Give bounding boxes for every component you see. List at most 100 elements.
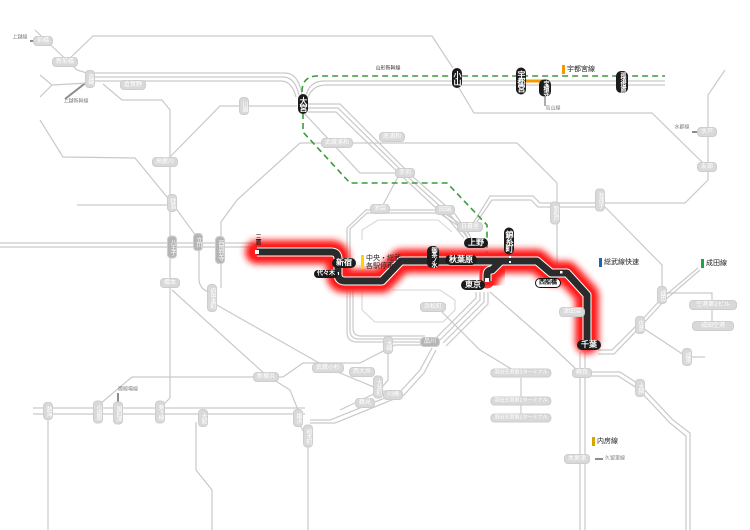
rail-line xyxy=(445,292,489,347)
station-label: 府中本町 xyxy=(207,284,217,312)
station-label: 大井町 xyxy=(373,375,383,399)
station-chiba: 千葉 xyxy=(577,340,601,350)
station-label: 鶴見 xyxy=(354,398,376,408)
rail-line xyxy=(99,344,425,405)
shinkansen-dashed-line xyxy=(301,75,665,93)
station-label: 拝島 xyxy=(167,194,177,212)
inner-loop-line xyxy=(361,219,453,240)
station-label: 前橋 xyxy=(32,36,54,46)
rail-line xyxy=(39,119,197,237)
station-marker xyxy=(485,278,489,282)
branch-label: 烏山線 xyxy=(545,105,561,112)
line-color-bar xyxy=(599,257,602,267)
rail-line xyxy=(93,72,303,95)
station-oyama: 小山 xyxy=(452,68,462,88)
rail-line xyxy=(310,349,437,424)
station-label: 立川 xyxy=(193,233,203,251)
rail-line xyxy=(93,76,300,96)
station-label: 田端 xyxy=(434,205,456,215)
station-mitaka: 三鷹 xyxy=(254,234,261,244)
line-label-narita: 成田線 xyxy=(701,258,727,268)
line-label-text: 成田線 xyxy=(706,259,727,267)
station-utsunomiya: 宇都宮 xyxy=(516,67,526,95)
loop-line xyxy=(352,288,425,337)
station-label: 成田 xyxy=(657,286,667,304)
rail-line xyxy=(590,371,691,530)
station-label: 大崎 xyxy=(383,336,393,354)
rail-line xyxy=(93,80,297,98)
line-label-text: 宇都宮線 xyxy=(567,65,595,73)
inner-loop-line xyxy=(361,289,456,323)
loop-line xyxy=(346,268,425,343)
station-label: 八王子 xyxy=(167,235,177,259)
station-label: 津田沼 xyxy=(558,307,586,317)
station-label: 新松戸 xyxy=(550,201,560,225)
station-akihabara: 秋葉原 xyxy=(445,255,477,265)
branch-stub-line xyxy=(64,80,89,100)
branch-label: 御殿場線 xyxy=(117,386,139,393)
rail-line xyxy=(666,292,713,330)
station-ochanomizu: 御茶ノ水 xyxy=(427,246,439,268)
line-color-bar xyxy=(701,258,704,268)
line-label-yamagata-shinkansen: 山形新幹線 xyxy=(375,65,401,72)
station-label: 蘇我 xyxy=(571,368,593,378)
station-label: 水戸 xyxy=(696,127,718,137)
rail-line xyxy=(220,142,301,288)
rail-line xyxy=(439,309,514,371)
line-label-text: 総武線快速 xyxy=(604,258,639,266)
station-label: 新横浜 xyxy=(252,372,280,382)
rail-line xyxy=(195,422,213,530)
station-label: 羽田空港第2ターミナル xyxy=(490,413,552,423)
branch-label: 上越線 xyxy=(12,34,28,41)
station-label: 空港第2ビル xyxy=(689,300,737,310)
line-label-sobu-rapid: 総武線快速 xyxy=(599,257,639,267)
rail-line xyxy=(590,375,687,530)
line-label-text: 中央・総武 xyxy=(366,254,401,262)
line-label-uchibo: 内房線 xyxy=(592,436,618,446)
line-label-subtext: 各駅停車 xyxy=(366,262,394,270)
station-ueno: 上野 xyxy=(464,238,488,248)
station-label: 茅ヶ崎 xyxy=(155,400,165,424)
line-color-bar xyxy=(562,64,565,74)
rail-line xyxy=(214,303,394,396)
station-label: 羽田空港第1ターミナル xyxy=(490,396,552,406)
rail-line xyxy=(169,105,297,158)
rail-line xyxy=(67,35,454,69)
station-label: 橋本 xyxy=(159,278,181,288)
rail-line xyxy=(305,80,665,96)
station-label: 日暮里 xyxy=(456,222,484,232)
station-label: 品川 xyxy=(419,337,441,347)
station-marker xyxy=(255,250,259,254)
station-label: 武蔵浦和 xyxy=(320,138,354,148)
branch-label: 水郡線 xyxy=(674,124,690,131)
rail-line xyxy=(436,292,477,338)
station-label: 新前橋 xyxy=(51,57,79,67)
line-color-bar xyxy=(592,436,595,446)
station-tokyo: 東京 xyxy=(461,280,485,290)
branch-label: 久留里線 xyxy=(604,455,626,462)
station-yoyogi: 代々木 xyxy=(313,270,339,278)
station-omiya: 大宮 xyxy=(298,94,308,114)
station-label: 小田原 xyxy=(93,400,103,424)
station-marker xyxy=(560,271,563,274)
station-label: 羽田空港第3ターミナル xyxy=(490,368,552,378)
rail-line xyxy=(308,111,465,239)
rail-line xyxy=(598,267,699,351)
loop-line xyxy=(349,268,425,340)
station-label: 我孫子 xyxy=(595,188,605,212)
station-label: 友部 xyxy=(696,162,718,172)
rail-line xyxy=(471,69,726,226)
station-label: 佐倉 xyxy=(635,316,645,334)
station-marker xyxy=(509,261,511,263)
line-color-bar xyxy=(361,255,364,269)
station-shinjuku: 新宿 xyxy=(332,258,356,268)
station-label: 赤羽 xyxy=(394,168,416,178)
line-label-utsunomiya: 宇都宮線 xyxy=(562,64,595,74)
shinkansen-dashed-line xyxy=(302,113,488,270)
station-label: 国府津 xyxy=(113,401,123,425)
station-label: 高麗川 xyxy=(151,157,179,167)
station-label: 浜松町 xyxy=(419,302,447,312)
station-label: 倉賀野 xyxy=(119,80,147,90)
